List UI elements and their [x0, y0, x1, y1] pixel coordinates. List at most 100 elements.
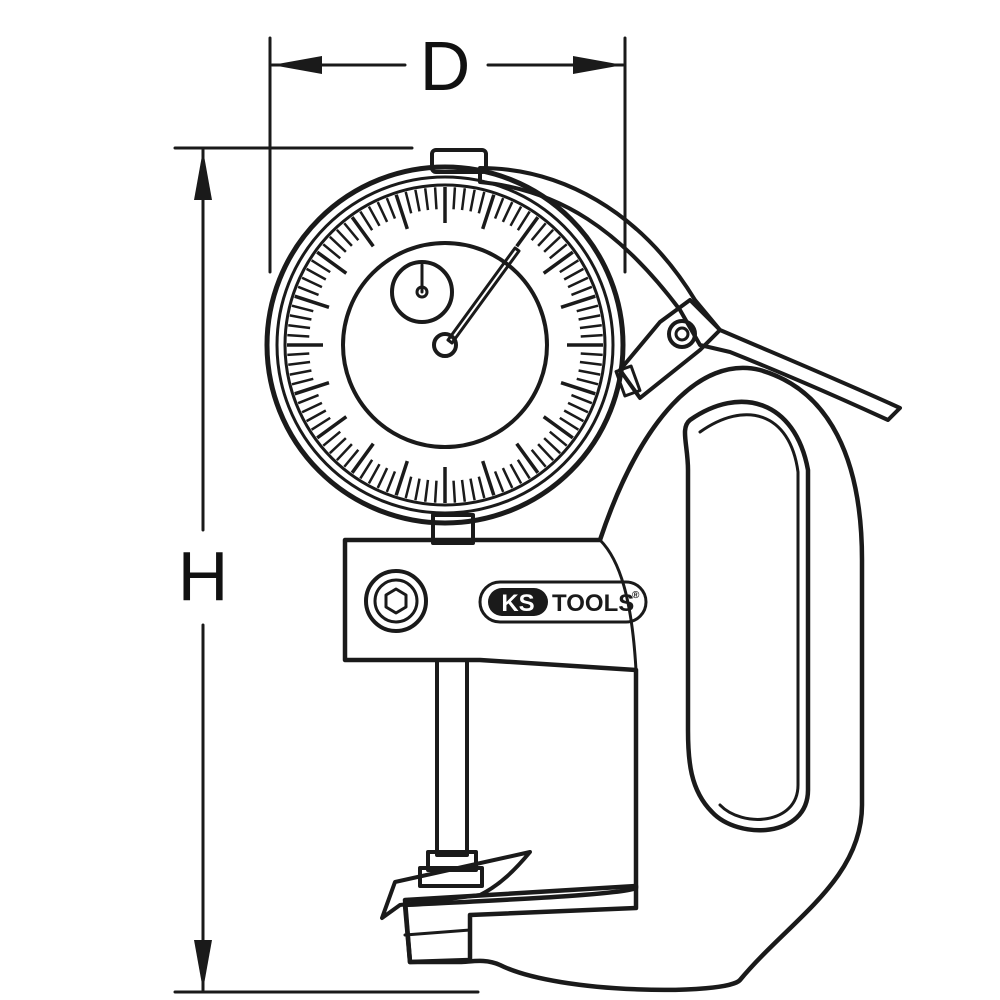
lever-pivot [614, 298, 722, 400]
dial-minor-tick [414, 478, 421, 501]
dial-minor-tick [460, 188, 467, 211]
dial-minor-tick [287, 333, 310, 338]
dial-minor-tick [322, 243, 342, 260]
dial-minor-tick [559, 416, 580, 431]
dial-minor-tick [343, 448, 360, 468]
dial-minor-tick [367, 463, 381, 485]
dial-minor-tick [328, 235, 347, 253]
c-frame [342, 365, 865, 993]
dial-minor-tick [548, 243, 568, 260]
dial-minor-tick [452, 187, 457, 210]
dial-minor-tick [423, 479, 430, 502]
dial-minor-tick [501, 467, 514, 489]
dial-minor-tick [291, 377, 314, 386]
dial-major-tick [394, 194, 409, 230]
brand-tools: TOOLS [552, 590, 634, 617]
dial-minor-tick [530, 222, 547, 242]
dial-minor-tick [567, 276, 589, 289]
measured-sheet [380, 850, 532, 920]
dial-scale [287, 187, 603, 503]
dial-gauge [264, 148, 626, 545]
arrow-left-icon [272, 56, 322, 74]
dial-minor-tick [433, 480, 438, 503]
dial-major-tick [294, 381, 330, 396]
dial-minor-tick [359, 210, 374, 231]
dial-minor-tick [516, 459, 531, 480]
dial-major-tick [350, 216, 375, 248]
dial-major-tick [515, 442, 540, 474]
dial-minor-tick [576, 304, 599, 313]
dial-minor-tick [301, 401, 323, 414]
dial-minor-tick [493, 470, 505, 493]
dial-needle [446, 246, 521, 345]
brand-logo: KS TOOLS ® [478, 580, 648, 624]
dial-minor-tick [385, 197, 397, 220]
dial-minor-tick [288, 360, 311, 367]
dial-minor-tick [580, 352, 603, 357]
dial-minor-tick [367, 205, 381, 227]
dial-minor-tick [570, 285, 593, 297]
dial-minor-tick [297, 393, 320, 405]
lifting-lever [478, 166, 902, 422]
dial-major-tick [316, 415, 348, 440]
arrow-up-icon [194, 150, 212, 200]
dial-minor-tick [543, 437, 562, 455]
dial-minor-tick [509, 463, 523, 485]
dial-minor-tick [288, 323, 311, 330]
dial-major-tick [294, 294, 330, 309]
dial-minor-tick [477, 476, 486, 499]
hex-socket-icon [384, 587, 408, 615]
dial-minor-tick [376, 467, 389, 489]
dial-minor-tick [359, 459, 374, 480]
dial-minor-tick [579, 360, 602, 367]
revolution-counter [390, 260, 454, 324]
dial-minor-tick [452, 480, 457, 503]
dial-minor-tick [376, 201, 389, 223]
dial-minor-tick [509, 205, 523, 227]
dimension-d: D [268, 27, 627, 274]
dial-minor-tick [563, 409, 585, 423]
dial-minor-tick [578, 314, 601, 321]
dial-major-tick [316, 250, 348, 275]
dial-minor-tick [530, 448, 547, 468]
dial-minor-tick [335, 228, 353, 247]
dial-minor-tick [414, 189, 421, 212]
dial-minor-tick [516, 210, 531, 231]
dial-minor-tick [328, 437, 347, 455]
dial-minor-tick [477, 191, 486, 214]
dial-minor-tick [469, 189, 476, 212]
dial-major-tick [542, 415, 574, 440]
dial-minor-tick [289, 314, 312, 321]
dial-minor-tick [501, 201, 514, 223]
dial-major-tick [481, 460, 496, 496]
dial-major-tick [560, 294, 596, 309]
dial-minor-tick [335, 443, 353, 462]
dial-major-tick [515, 216, 540, 248]
dial-major-tick [481, 194, 496, 230]
lock-screw [364, 569, 428, 633]
dial-minor-tick [297, 285, 320, 297]
dial-minor-tick [469, 478, 476, 501]
dial-minor-tick [310, 416, 331, 431]
dial-major-tick [542, 250, 574, 275]
spindle [380, 658, 532, 920]
dial-minor-tick [548, 430, 568, 447]
dial-minor-tick [305, 409, 327, 423]
dial-minor-tick [567, 401, 589, 414]
dial-minor-tick [563, 267, 585, 281]
dial-minor-tick [343, 222, 360, 242]
arrow-down-icon [194, 940, 212, 990]
dial-minor-tick [578, 369, 601, 376]
dial-minor-tick [385, 470, 397, 493]
dial-minor-tick [460, 479, 467, 502]
dial-minor-tick [493, 197, 505, 220]
dial-minor-tick [301, 276, 323, 289]
brand-ks: KS [501, 590, 534, 617]
dial-minor-tick [433, 187, 438, 210]
dial-minor-tick [305, 267, 327, 281]
dial-minor-tick [291, 304, 314, 313]
dial-minor-tick [287, 352, 310, 357]
dial-major-tick [560, 381, 596, 396]
arrow-right-icon [573, 56, 623, 74]
